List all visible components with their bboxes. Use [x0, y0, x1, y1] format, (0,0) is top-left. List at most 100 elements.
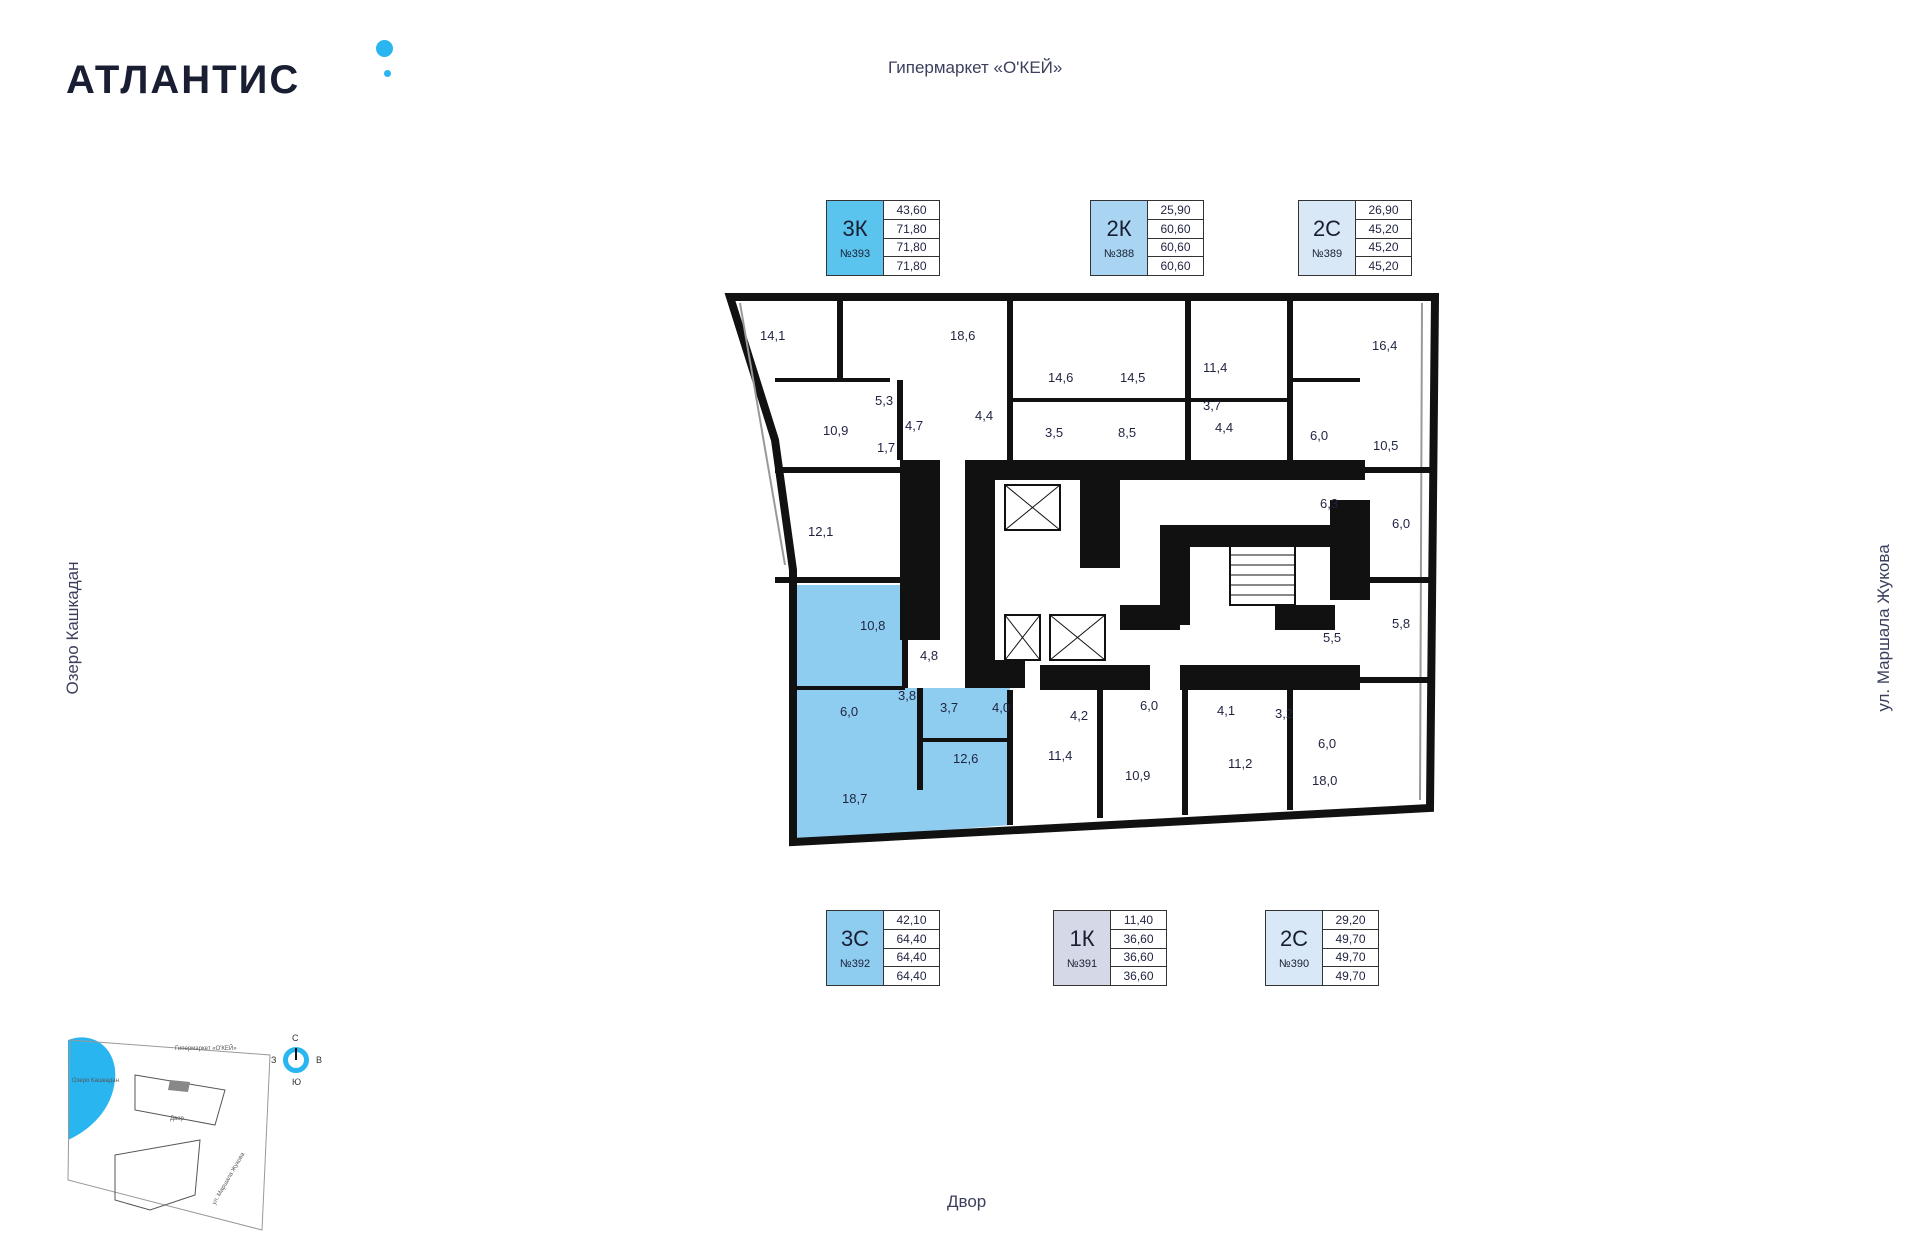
area-value: 49,70	[1335, 969, 1366, 984]
area-value: 45,20	[1368, 259, 1399, 274]
room-area: 4,0	[992, 700, 1010, 715]
apartment-card-392[interactable]: 3С №392 42,10 64,40 64,40 64,40	[826, 910, 940, 986]
label-south: Двор	[947, 1192, 987, 1211]
area-value: 60,60	[1160, 259, 1191, 274]
building-outline	[724, 293, 1440, 847]
apartment-tag: 2С №390	[1266, 911, 1323, 985]
area-value: 71,80	[884, 239, 939, 258]
logo-dot-small-icon	[384, 70, 391, 77]
apartment-areas: 29,20 49,70 49,70 49,70	[1323, 911, 1378, 985]
area-value: 45,20	[1356, 239, 1411, 258]
site-yard-label: Двор	[170, 1116, 185, 1122]
room-area: 4,2	[1070, 708, 1088, 723]
room-area: 3,7	[1203, 398, 1221, 413]
core-wall	[1080, 468, 1120, 568]
apartment-areas: 25,90 60,60 60,60 60,60	[1148, 201, 1203, 275]
area-value: 42,10	[884, 911, 939, 930]
room-area: 4,1	[1217, 703, 1235, 718]
area-value: 71,80	[896, 259, 927, 274]
room-area: 3,2	[1275, 706, 1293, 721]
room-area: 3,5	[1045, 425, 1063, 440]
site-building-highlight	[168, 1080, 190, 1092]
room-area: 10,9	[1125, 768, 1150, 783]
compass-east: В	[316, 1055, 323, 1065]
area-value: 49,70	[1323, 949, 1378, 968]
apartment-card-390[interactable]: 2С №390 29,20 49,70 49,70 49,70	[1265, 910, 1379, 986]
brand-logo: АТЛАНТИС	[66, 58, 301, 102]
apartment-type: 3К	[842, 216, 868, 241]
room-area: 5,5	[1323, 630, 1341, 645]
apartment-areas: 42,10 64,40 64,40 64,40	[884, 911, 939, 985]
area-value: 36,60	[1111, 949, 1166, 968]
room-area: 4,8	[920, 648, 938, 663]
room-area: 6,3	[1320, 496, 1338, 511]
elevator-cross	[1049, 614, 1106, 661]
room-area: 1,7	[877, 440, 895, 455]
logo-dot-icon	[376, 40, 393, 57]
elevator-shaft	[1004, 614, 1041, 661]
room-area: 18,6	[950, 328, 975, 343]
room-area: 4,4	[1215, 420, 1233, 435]
room-area: 3,8	[898, 688, 916, 703]
core-wall	[1330, 500, 1370, 600]
site-street-label: ул. Маршала Жукова	[212, 1151, 247, 1206]
area-value: 64,40	[884, 930, 939, 949]
apartment-number: №392	[839, 958, 871, 970]
area-value: 49,70	[1323, 930, 1378, 949]
elevator-shaft	[1004, 484, 1061, 531]
room-area: 18,0	[1312, 773, 1337, 788]
room-area: 5,3	[875, 393, 893, 408]
room-area: 10,9	[823, 423, 848, 438]
room-area: 10,8	[860, 618, 885, 633]
area-value: 64,40	[896, 969, 927, 984]
area-value: 29,20	[1323, 911, 1378, 930]
area-value: 36,60	[1123, 969, 1154, 984]
apartment-tag: 2С №389	[1299, 201, 1356, 275]
apartment-areas: 26,90 45,20 45,20 45,20	[1356, 201, 1411, 275]
core-wall	[965, 468, 995, 688]
apartment-tag: 3К №393	[827, 201, 884, 275]
room-area: 6,0	[1310, 428, 1328, 443]
area-value: 71,80	[884, 220, 939, 239]
apartment-type: 2К	[1106, 216, 1132, 241]
room-area: 14,1	[760, 328, 785, 343]
room-area: 6,0	[840, 704, 858, 719]
site-boundary	[67, 1039, 271, 1231]
apartment-card-389[interactable]: 2С №389 26,90 45,20 45,20 45,20	[1298, 200, 1412, 276]
label-north: Гипермаркет «О'КЕЙ»	[888, 58, 1063, 77]
elevator-cross	[1004, 614, 1041, 661]
core-wall	[965, 460, 1365, 480]
room-area: 12,6	[953, 751, 978, 766]
room-area: 6,0	[1140, 698, 1158, 713]
core-wall	[965, 660, 1025, 688]
compass-west: З	[271, 1055, 277, 1065]
apartment-number: №389	[1311, 248, 1343, 260]
room-area: 6,0	[1318, 736, 1336, 751]
room-area: 6,0	[1392, 516, 1410, 531]
room-area: 8,5	[1118, 425, 1136, 440]
area-value: 64,40	[884, 949, 939, 968]
room-area: 5,8	[1392, 616, 1410, 631]
elevator-shaft	[1049, 614, 1106, 661]
area-value: 43,60	[884, 201, 939, 220]
apartment-card-391[interactable]: 1К №391 11,40 36,60 36,60 36,60	[1053, 910, 1167, 986]
area-value: 36,60	[1111, 930, 1166, 949]
apartment-number: №390	[1278, 958, 1310, 970]
compass-needle-icon	[295, 1048, 297, 1060]
apartment-areas: 11,40 36,60 36,60 36,60	[1111, 911, 1166, 985]
apartment-card-393[interactable]: 3К №393 43,60 71,80 71,80 71,80	[826, 200, 940, 276]
apartment-392-highlight[interactable]	[793, 585, 1010, 842]
room-area: 4,4	[975, 408, 993, 423]
apartment-card-388[interactable]: 2К №388 25,90 60,60 60,60 60,60	[1090, 200, 1204, 276]
area-value: 26,90	[1356, 201, 1411, 220]
area-value: 11,40	[1111, 911, 1166, 930]
room-area: 4,7	[905, 418, 923, 433]
staircase	[1229, 534, 1296, 606]
core-wall	[1120, 605, 1180, 630]
elevator-cross	[1004, 484, 1061, 531]
apartment-tag: 2К №388	[1091, 201, 1148, 275]
apartment-type: 3С	[840, 926, 870, 951]
room-area: 10,5	[1373, 438, 1398, 453]
